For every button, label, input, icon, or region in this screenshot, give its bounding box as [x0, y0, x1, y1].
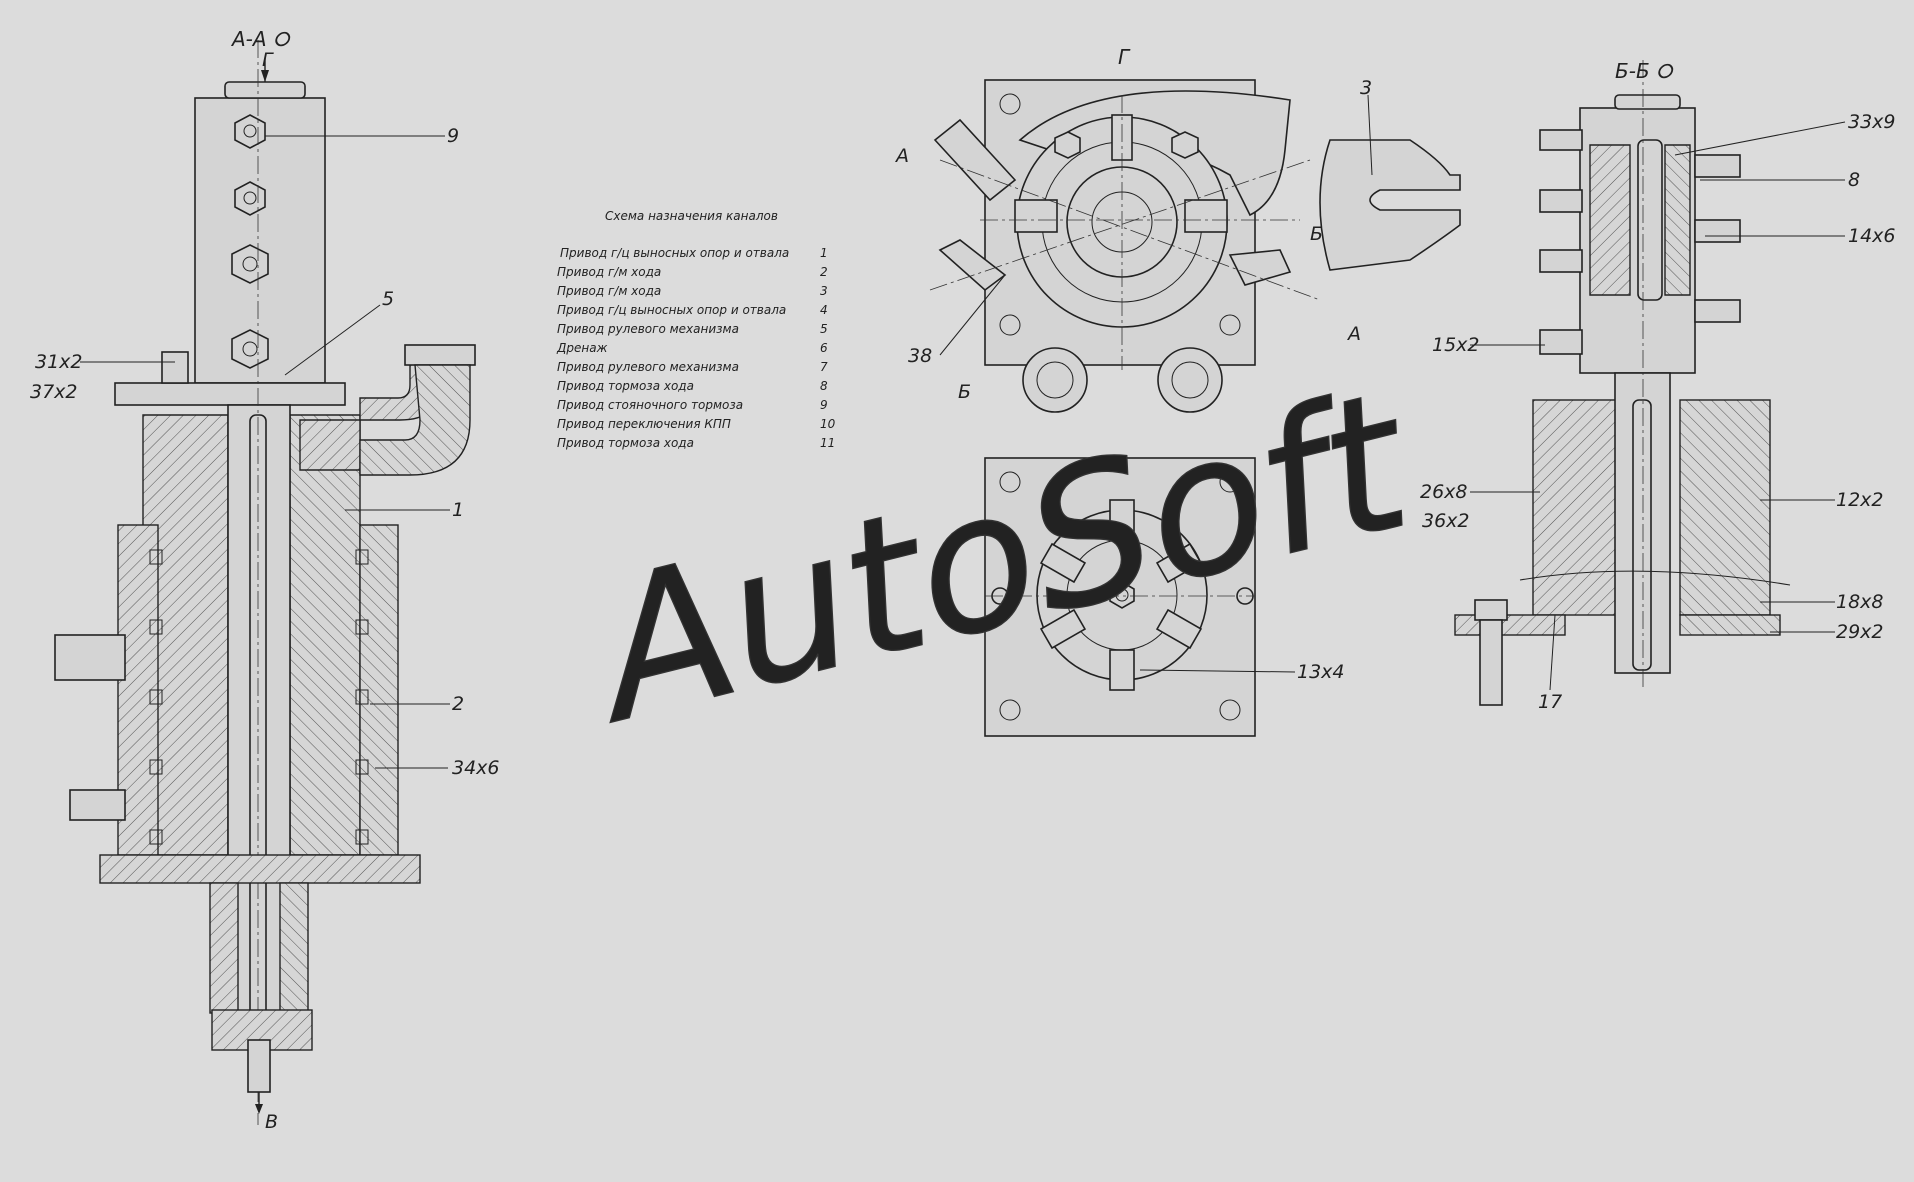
callout-18: 18x8	[1836, 591, 1884, 613]
channel-row-number: 7	[820, 360, 828, 374]
channel-row-label: Привод г/ц выносных опор и отвала	[557, 303, 786, 317]
channel-row-number: 6	[820, 341, 828, 355]
channel-row-label: Привод тормоза хода	[557, 436, 694, 450]
top-plan-view	[929, 79, 1321, 413]
section-bb-view	[1454, 60, 1791, 706]
leader-lines	[80, 94, 1846, 769]
callout-33: 33x9	[1848, 111, 1896, 133]
channel-row-number: 8	[820, 379, 828, 393]
channel-row-number: 9	[820, 398, 828, 412]
side-fitting-lower	[69, 789, 126, 821]
section-label-bb: Б-Б ⭘	[1615, 59, 1674, 83]
callout-13: 13x4	[1297, 661, 1345, 683]
callout-38: 38	[908, 345, 932, 367]
callout-34: 34x6	[452, 757, 500, 779]
callout-8: 8	[1848, 169, 1860, 191]
callout-3: 3	[1360, 77, 1372, 99]
fittings-column	[231, 114, 269, 369]
callouts: 9 5 31x2 37x2 1 2 34x6 3 38 13x4 33x9 8 …	[30, 77, 1896, 779]
channel-row-number: 2	[820, 265, 828, 279]
channel-row-label: Привод г/м хода	[557, 265, 661, 279]
channel-row-label: Привод тормоза хода	[557, 379, 694, 393]
channel-row-label: Привод стояночного тормоза	[557, 398, 743, 412]
channel-row-number: 11	[820, 436, 835, 450]
channel-row-number: 4	[820, 303, 828, 317]
callout-37: 37x2	[30, 381, 78, 403]
part-3-plate	[1319, 139, 1461, 271]
channel-row-number: 1	[820, 246, 828, 260]
callout-31: 31x2	[35, 351, 83, 373]
channel-row-number: 10	[820, 417, 836, 431]
mark-g-left: Г	[262, 49, 274, 71]
bottom-nipple	[247, 1039, 271, 1093]
channel-row-number: 3	[820, 284, 828, 298]
side-fitting-upper	[54, 634, 126, 681]
channel-row-label: Дренаж	[556, 341, 608, 355]
channel-table: Схема назначения каналов Привод г/ц выно…	[556, 209, 836, 450]
callout-9: 9	[447, 125, 459, 147]
channel-row-label: Привод рулевого механизма	[557, 360, 739, 374]
callout-1: 1	[452, 499, 464, 521]
callout-5: 5	[382, 288, 394, 310]
seal-grooves	[149, 549, 369, 845]
mark-a-1: А	[894, 145, 909, 167]
callout-14: 14x6	[1848, 225, 1896, 247]
mark-b-1: Б	[1310, 223, 1323, 245]
callout-17: 17	[1538, 691, 1562, 713]
callout-29: 29x2	[1836, 621, 1884, 643]
section-aa-view	[54, 40, 476, 1125]
channel-row-label: Привод г/м хода	[557, 284, 661, 298]
channel-row-number: 5	[820, 322, 828, 336]
channel-row-label: Привод г/ц выносных опор и отвала	[560, 246, 789, 260]
section-label-g: Г	[1118, 45, 1131, 69]
callout-26: 26x8	[1420, 481, 1468, 503]
channel-row-label: Привод переключения КПП	[557, 417, 731, 431]
callout-36: 36x2	[1422, 510, 1470, 532]
channel-table-title: Схема назначения каналов	[605, 209, 778, 223]
mark-a-2: А	[1346, 323, 1361, 345]
right-fittings	[1539, 129, 1741, 355]
section-label-aa: А-А ⭘	[230, 27, 291, 51]
bottom-plan-view	[984, 457, 1256, 737]
mark-b-2: Б	[958, 381, 971, 403]
callout-15: 15x2	[1432, 334, 1480, 356]
callout-2: 2	[452, 693, 464, 715]
mark-v-bottom: В	[265, 1111, 278, 1133]
callout-12: 12x2	[1836, 489, 1884, 511]
channel-row-label: Привод рулевого механизма	[557, 322, 739, 336]
